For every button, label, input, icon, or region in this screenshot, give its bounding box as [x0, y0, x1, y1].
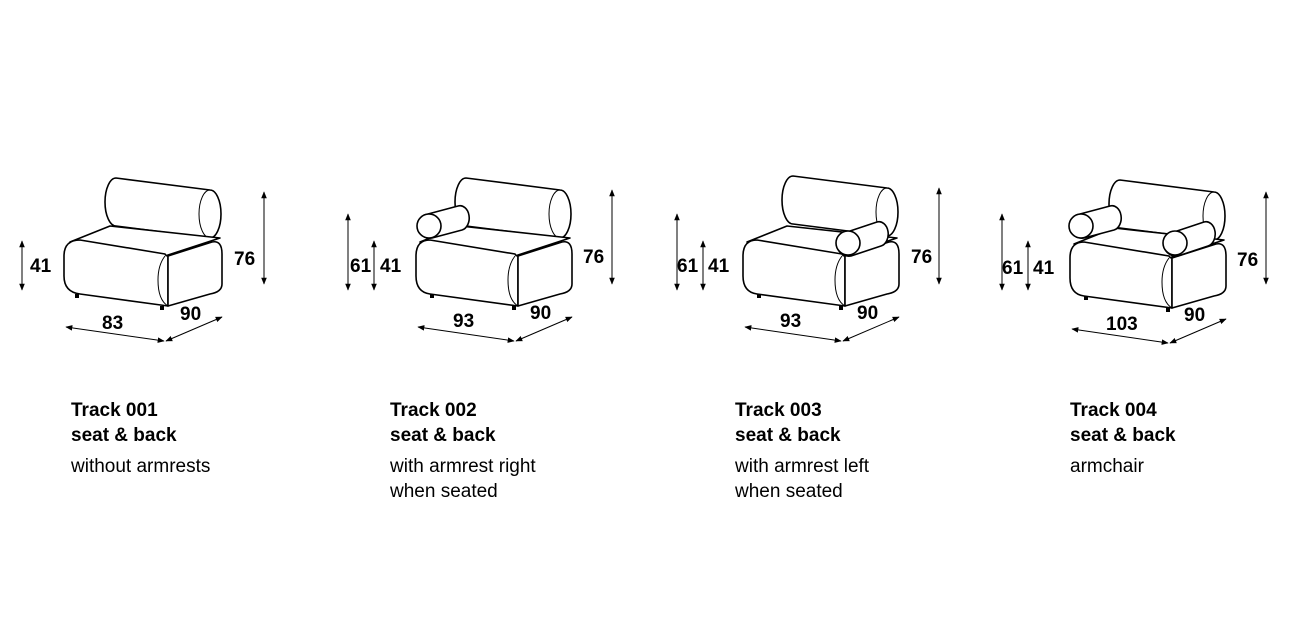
caption-track-003: Track 003 seat & back with armrest left …	[735, 398, 869, 504]
width-arrow	[744, 325, 842, 343]
width-arrow	[1071, 327, 1169, 345]
depth-arrow	[842, 316, 900, 342]
seat-height-label: 41	[1033, 258, 1055, 279]
depth-label: 90	[530, 303, 551, 324]
sofa-drawing-track-002: 61 41 76 93 90	[345, 177, 615, 343]
width-label: 93	[780, 311, 801, 332]
depth-label: 90	[180, 304, 201, 325]
module-name: Track 004	[1070, 400, 1157, 421]
seat-height-label: 41	[30, 256, 52, 277]
depth-arrow	[165, 316, 223, 342]
arm-height-label: 61	[677, 256, 699, 277]
arm-height-label: 61	[350, 256, 372, 277]
module-track-001: 41 76 83 90 Track 001 seat & back withou…	[0, 0, 320, 625]
width-label: 83	[102, 313, 123, 334]
module-name: Track 001	[71, 400, 158, 421]
depth-label: 90	[857, 303, 878, 324]
module-type: seat & back	[735, 425, 841, 446]
width-label: 93	[453, 311, 474, 332]
seat-side	[517, 240, 573, 307]
width-arrow	[417, 325, 515, 343]
seat-block	[1069, 241, 1173, 309]
depth-arrow	[515, 316, 573, 342]
arm-height-label: 61	[1002, 258, 1024, 279]
depth-arrow	[1169, 318, 1227, 344]
depth-label: 90	[1184, 305, 1205, 326]
width-arrow	[65, 325, 165, 343]
sofa-drawing-track-003: 61 41 76 93 90	[674, 175, 942, 343]
module-description-line: when seated	[735, 481, 843, 502]
height-label: 76	[234, 249, 255, 270]
seat-side	[844, 240, 900, 307]
sofa-drawing-track-004: 61 41 76 103 90	[999, 179, 1269, 345]
module-description-line: with armrest left	[735, 456, 870, 477]
seat-side	[167, 240, 223, 307]
module-name: Track 002	[390, 400, 477, 421]
caption-track-001: Track 001 seat & back without armrests	[71, 398, 210, 479]
armrest-end	[835, 230, 861, 256]
module-description-line: with armrest right	[390, 456, 536, 477]
module-type: seat & back	[71, 425, 177, 446]
module-track-002: 61 41 76 93 90 Track 002 seat & back wit…	[330, 0, 650, 625]
height-label: 76	[1237, 250, 1258, 271]
width-label: 103	[1106, 314, 1138, 335]
height-label: 76	[583, 247, 604, 268]
caption-track-002: Track 002 seat & back with armrest right…	[390, 398, 536, 504]
armrest-end-left	[1068, 213, 1094, 239]
seat-block	[63, 239, 169, 307]
module-track-003: 61 41 76 93 90 Track 003 seat & back wit…	[665, 0, 985, 625]
seat-block	[415, 239, 519, 307]
armrest-end	[416, 213, 442, 239]
module-description-line: armchair	[1070, 456, 1144, 477]
module-type: seat & back	[1070, 425, 1176, 446]
armrest-end-right	[1162, 230, 1188, 256]
module-track-004: 61 41 76 103 90 Track 004 seat & back ar…	[990, 0, 1302, 625]
module-description-line: without armrests	[71, 456, 211, 477]
seat-side	[1171, 242, 1227, 309]
sofa-drawing-track-001: 41 76 83 90	[19, 177, 267, 343]
seat-height-label: 41	[708, 256, 730, 277]
module-type: seat & back	[390, 425, 496, 446]
module-name: Track 003	[735, 400, 822, 421]
module-description-line: when seated	[390, 481, 498, 502]
seat-height-label: 41	[380, 256, 402, 277]
caption-track-004: Track 004 seat & back armchair	[1070, 398, 1176, 479]
height-label: 76	[911, 247, 932, 268]
